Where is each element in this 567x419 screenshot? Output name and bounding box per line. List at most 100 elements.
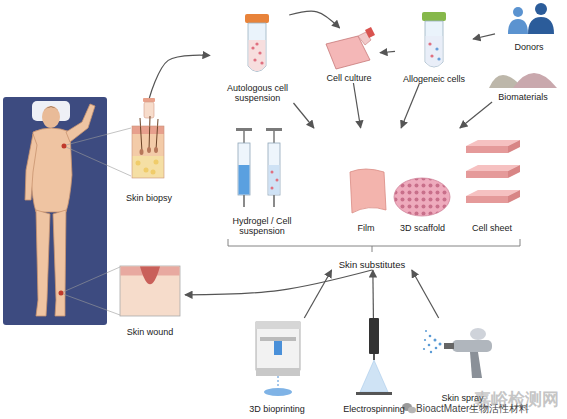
skin-wound-icon [140,267,160,285]
patient-figure [66,104,95,142]
patient-figure [31,128,72,212]
illustration-node: Biomaterials [485,52,561,102]
film-icon [350,169,386,213]
group-heading: Skin substitutes [218,260,526,270]
skin-biopsy-icon [154,160,159,165]
illustration-node: Allogeneic cells [395,12,473,84]
bioprinter-icon [278,376,279,388]
autologous-tube-icon [258,51,261,54]
group-node: Skin substitutesHydrogel / Cell suspensi… [218,128,526,270]
flow-arrow [149,55,210,98]
donors-icon [513,7,523,17]
node-label: 3D scaffold [400,223,445,233]
electrospinning-icon [373,354,375,360]
syringe-icon [236,128,252,131]
flow-arrow [372,270,374,318]
patient-figure [59,291,64,296]
culture-flask-icon [326,27,375,69]
patient-figure [42,107,60,114]
syringe-icon [236,128,282,207]
skin-spray-icon [423,348,425,350]
patient-figure [53,210,66,316]
autologous-tube-icon [253,58,256,61]
syringe-icon [271,187,274,190]
syringe-icon [271,171,274,174]
flow-arrow [380,51,395,52]
syringe-icon [273,195,275,207]
skin-spray-icon [444,343,454,349]
leader-line [63,267,120,292]
autologous-tube-icon [255,42,258,45]
allogeneic-tube-icon [425,21,443,67]
bioprinter-icon [256,322,300,396]
syringe-icon [273,131,275,143]
node-label: Autologous cell suspension [210,83,305,103]
skin-spray-icon [428,344,431,347]
node-label: Skin biopsy [126,193,172,203]
skin-wound-icon [120,266,180,316]
donors-icon [508,19,528,34]
flow-arrow [185,270,372,295]
leader-line [66,147,131,176]
group-bracket [228,239,520,252]
cell-sheet-icon [466,146,508,153]
skin-spray-icon [470,352,482,378]
patient-figure [36,210,50,316]
bioprinter-icon [256,322,300,370]
skin-spray-icon [423,328,492,378]
syringe-icon [268,143,280,195]
autologous-tube-icon [249,40,266,71]
flow-arrow [460,102,492,128]
bioprinter-icon [260,337,296,341]
autologous-tube-icon [251,46,254,49]
skin-spray-icon [434,339,437,342]
illustration-node: Cell sheet [458,128,526,233]
electrospinning-icon [356,318,392,395]
electrospinning-icon [356,392,392,395]
skin-biopsy-icon [140,116,158,152]
illustration-node: 3D bioprinting [238,318,316,414]
skin-biopsy-icon [144,168,149,173]
donors-icon [528,17,554,34]
bioprinter-icon [256,322,300,329]
leader-line [63,294,120,315]
patient-figure [25,134,37,200]
illustration-node: Skin biopsy [118,98,180,203]
bioprinter-icon [274,341,282,355]
watermark-icon [408,407,416,413]
node-label: 3D bioprinting [249,404,305,414]
node-label: Donors [514,42,543,52]
autologous-tube-icon [260,61,263,64]
syringe-icon [239,165,250,195]
illustration-node: Donors [495,0,563,52]
cell-sheet-icon [466,171,508,178]
skin-biopsy-icon [136,161,141,166]
skin-wound-icon [120,266,180,316]
cell-sheet-icon [466,140,520,203]
allogeneic-tube-icon [428,42,431,45]
skin-spray-icon [470,328,486,340]
skin-spray-icon [429,335,432,338]
flow-arrow [293,103,313,128]
illustration-node: Skin wound [115,262,185,337]
illustration-node: 3D scaffold [390,165,455,233]
syringe-icon [266,128,282,131]
illustration-node: Cell culture [318,28,380,83]
cell-sheet-icon [508,140,520,153]
skin-spray-icon [430,351,432,353]
scaffold-icon [394,178,450,216]
autologous-tube-icon [245,14,269,72]
skin-biopsy-icon [151,170,156,175]
flow-arrow [289,11,339,28]
electrospinning-icon [360,360,388,392]
bioprinter-icon [256,368,300,376]
skin-spray-icon [452,340,492,352]
skin-biopsy-icon [132,126,164,178]
skin-biopsy-icon [132,134,164,156]
skin-spray-icon [424,339,426,341]
allogeneic-tube-icon [426,36,443,67]
